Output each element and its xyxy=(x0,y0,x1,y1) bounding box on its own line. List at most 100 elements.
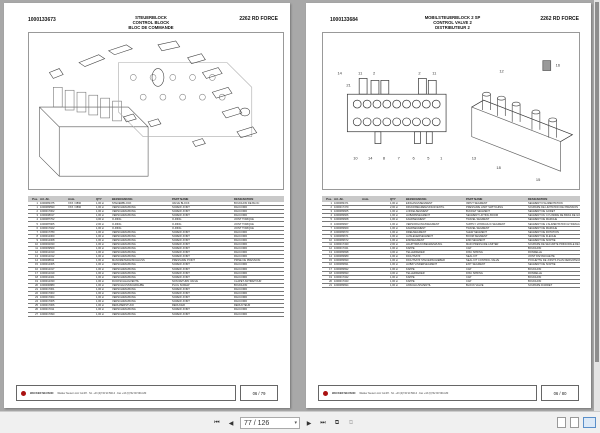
page-number-input[interactable]: 77 / 126 ▾ xyxy=(240,417,300,429)
parts-table: Pos. Art.-Nr. Anm. QTY BEZEICHNUNG PART … xyxy=(28,196,284,317)
exploded-diagram-control-block xyxy=(28,32,284,190)
page-title: STEUERBLOCK CONTROL BLOCK BLOC DE COMMAN… xyxy=(128,15,174,30)
svg-text:11: 11 xyxy=(358,70,362,75)
table-header: Pos. Art.-Nr. Anm. QTY BEZEICHNUNG PART … xyxy=(322,196,580,202)
vertical-scrollbar[interactable] xyxy=(594,0,600,411)
last-page-button[interactable]: ⏭ xyxy=(320,419,326,426)
svg-text:14: 14 xyxy=(337,70,342,75)
model-name: 2262 RD FORCE xyxy=(239,16,278,22)
chevron-down-icon[interactable]: ▾ xyxy=(294,420,297,426)
page-footer: WACKER NEUSON Wacker Neuson Linz GmbH · … xyxy=(318,385,579,401)
two-page-view-icon[interactable] xyxy=(583,417,596,428)
table-header: Pos. Art.-Nr. Anm. QTY BEZEICHNUNG PART … xyxy=(28,196,284,202)
page-header: 1000133684 MOBILSTEUERBLOCK 2 SP CONTROL… xyxy=(326,15,579,37)
svg-text:15: 15 xyxy=(536,177,541,182)
page-label: 06 / 79 xyxy=(240,385,278,401)
svg-text:2: 2 xyxy=(418,70,420,75)
page-label: 06 / 80 xyxy=(541,385,579,401)
model-name: 2262 RD FORCE xyxy=(540,16,579,22)
single-page-view-icon[interactable] xyxy=(557,417,566,428)
first-page-button[interactable]: ⏮ xyxy=(214,419,220,426)
go-back-view-icon[interactable]: ⧉ xyxy=(334,419,340,426)
wacker-neuson-logo-icon xyxy=(21,390,26,396)
go-forward-view-icon[interactable]: ⧉ xyxy=(348,419,354,426)
valve-block-drawing-icon xyxy=(39,40,258,177)
part-number: 1000133673 xyxy=(28,17,56,23)
svg-text:1: 1 xyxy=(440,155,442,160)
page-left: 1000133673 STEUERBLOCK CONTROL BLOCK BLO… xyxy=(4,3,290,408)
footer-info: WACKER NEUSON Wacker Neuson Linz GmbH · … xyxy=(16,385,236,401)
part-number: 1000133684 xyxy=(330,17,358,23)
view-mode-buttons xyxy=(557,417,596,428)
next-page-button[interactable]: ▶ xyxy=(306,420,312,427)
page-right: 1000133684 MOBILSTEUERBLOCK 2 SP CONTROL… xyxy=(306,3,591,408)
footer-info: WACKER NEUSON Wacker Neuson Linz GmbH · … xyxy=(318,385,537,401)
viewer-toolbar: ⏮ ◀ 77 / 126 ▾ ▶ ⏭ ⧉ ⧉ xyxy=(0,411,600,433)
svg-text:12: 12 xyxy=(499,68,503,73)
svg-text:8: 8 xyxy=(383,155,386,160)
svg-text:18: 18 xyxy=(496,165,501,170)
wacker-neuson-logo-icon xyxy=(323,390,328,396)
svg-text:14: 14 xyxy=(368,155,373,160)
page-title: MOBILSTEUERBLOCK 2 SP CONTROL VALVE 2 DI… xyxy=(424,15,481,30)
scrollbar-thumb[interactable] xyxy=(595,2,599,362)
svg-text:13: 13 xyxy=(472,155,477,160)
continuous-view-icon[interactable] xyxy=(570,417,579,428)
svg-text:21: 21 xyxy=(346,82,350,87)
svg-text:16: 16 xyxy=(556,63,561,68)
svg-text:6: 6 xyxy=(412,155,415,160)
page-header: 1000133673 STEUERBLOCK CONTROL BLOCK BLO… xyxy=(24,15,278,37)
svg-text:5: 5 xyxy=(427,155,430,160)
page-footer: WACKER NEUSON Wacker Neuson Linz GmbH · … xyxy=(16,385,278,401)
previous-page-button[interactable]: ◀ xyxy=(228,420,234,427)
